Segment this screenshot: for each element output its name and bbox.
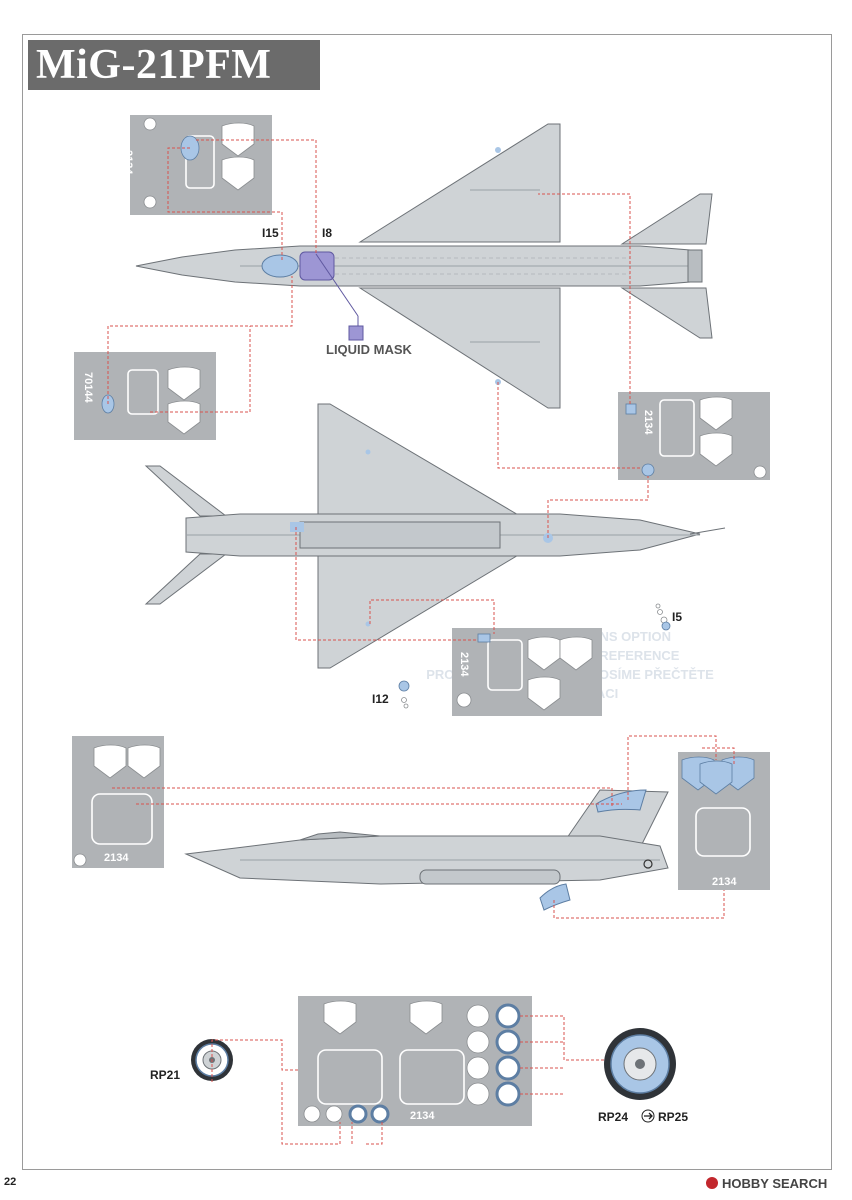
bottom-light-mask (365, 621, 371, 627)
liquid-mask-swatch (348, 325, 364, 341)
bottom-light-mask (365, 449, 371, 455)
sheet-number: 2134 (642, 410, 654, 435)
ventral-mask (539, 883, 571, 911)
page-frame (22, 34, 832, 1170)
mask-circles (73, 117, 767, 1123)
part-label-i12: I12 (372, 692, 389, 706)
wheel-rp24 (604, 1028, 676, 1100)
liquid-mask-label: LIQUID MASK (326, 342, 412, 357)
leader-lines (107, 139, 735, 1145)
front-canopy-mask (261, 254, 299, 278)
sheet-number: 2134 (410, 1110, 435, 1122)
i5-mask-dot (661, 621, 671, 631)
aircraft-bottom-view (144, 403, 726, 669)
arrow-icon (641, 1109, 655, 1123)
page-title: MiG-21PFM (28, 40, 320, 90)
part-label-rp21: RP21 (150, 1068, 181, 1082)
sheet-number: 2134 (712, 876, 737, 888)
liquid-mask-leader (315, 253, 359, 317)
sheet-number: 2134 (458, 652, 470, 677)
part-label-i5: I5 (672, 610, 683, 624)
fin-mask (595, 789, 647, 813)
rear-canopy-mask (299, 251, 335, 281)
sheet-number: 70144 (82, 372, 94, 403)
mask-rings (348, 1003, 521, 1124)
page-number: 22 (4, 1176, 17, 1188)
sheet-number: 2134 (122, 150, 134, 175)
part-label-i15: I15 (262, 226, 279, 240)
part-label-i8: I8 (322, 226, 333, 240)
sheet-number: 2134 (104, 852, 129, 864)
mask-sheet-left (74, 352, 216, 440)
part-label-rp24: RP24 (598, 1110, 629, 1124)
wheel-rp21 (191, 1039, 233, 1081)
watermark-text: HOBBY SEARCH (722, 1176, 828, 1191)
bottom-panel-mask (290, 522, 304, 532)
mask-frames (91, 135, 751, 1105)
watermark: HOBBY SEARCH (706, 1176, 827, 1191)
side-light-marker (643, 859, 653, 869)
logo-icon (706, 1177, 718, 1189)
wing-light-mask (495, 147, 501, 153)
small-part-cluster (401, 603, 668, 709)
part-label-rp25: RP25 (658, 1110, 689, 1124)
